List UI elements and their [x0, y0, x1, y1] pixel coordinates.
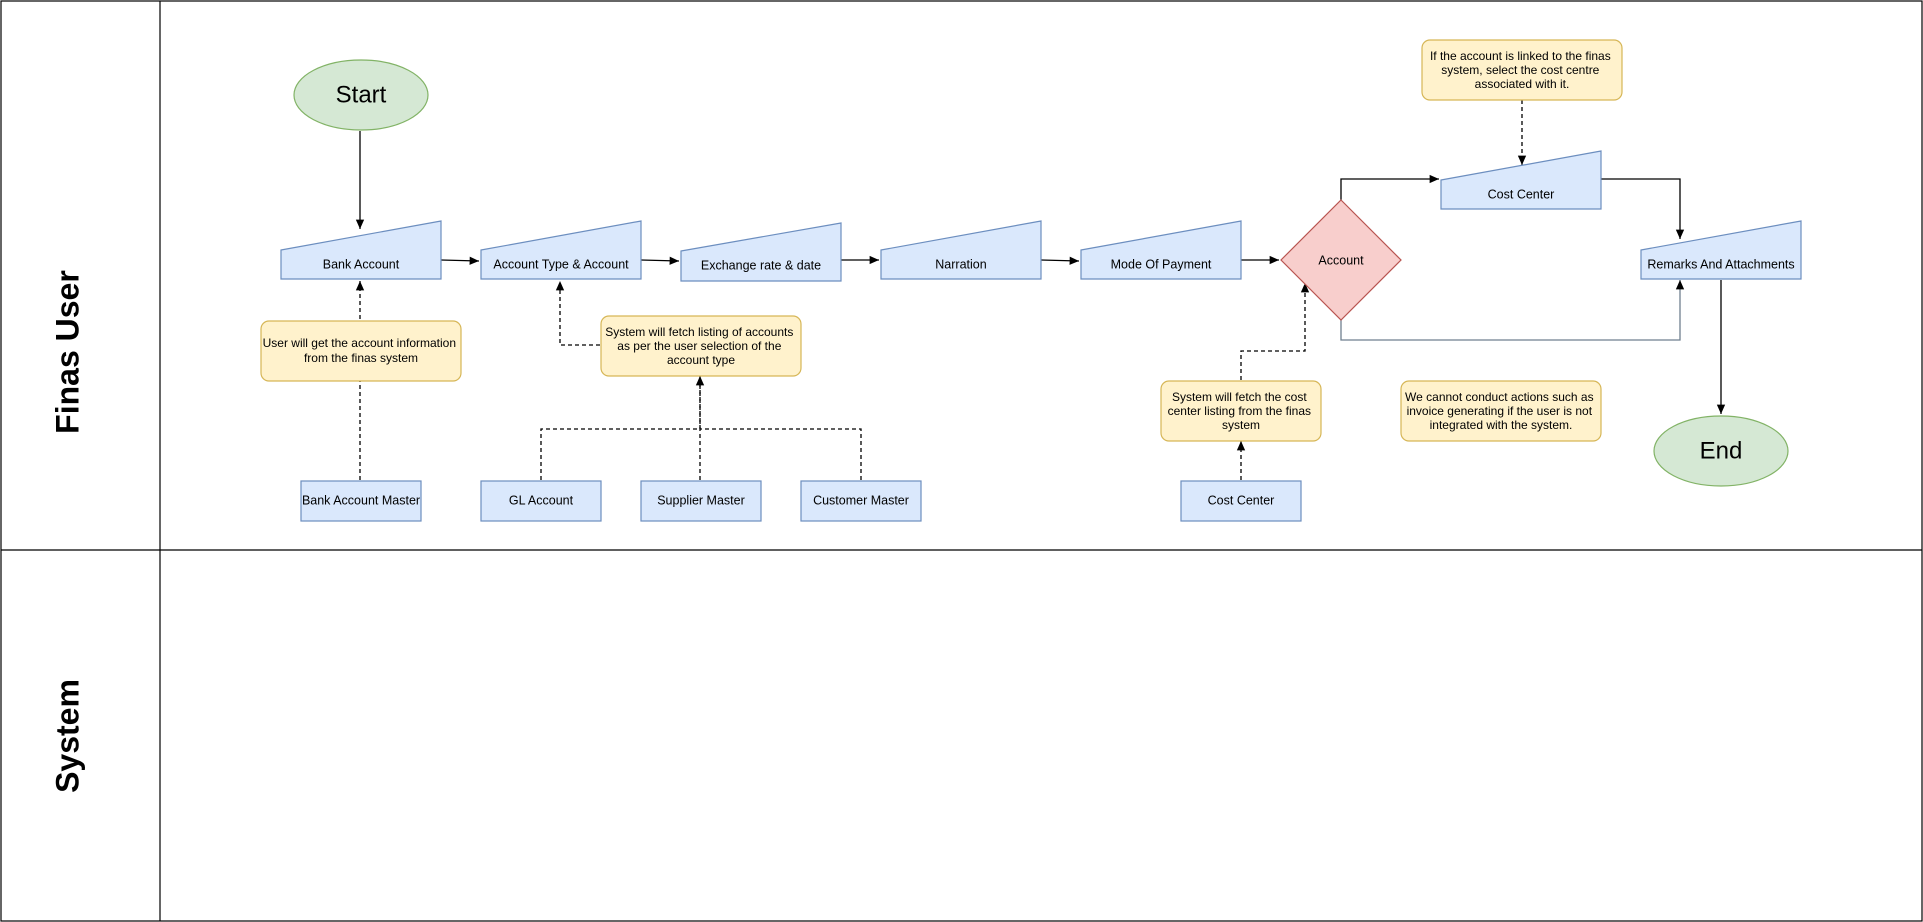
step-bank-account: Bank Account: [280, 220, 442, 280]
note-fetch-cost-center: System will fetch the cost center listin…: [1160, 380, 1322, 442]
svg-text:Cost Center: Cost Center: [1208, 493, 1275, 507]
step-cost-center: Cost Center: [1440, 150, 1602, 210]
svg-text:System will fetch listing of a: System will fetch listing of accounts as…: [605, 325, 796, 367]
edge-customer-to-fetch-note: [700, 428, 862, 480]
edge-cost-center-to-remarks: [1601, 178, 1685, 239]
svg-text:Narration: Narration: [935, 257, 986, 271]
end-terminal: End: [1653, 415, 1789, 487]
edge-gl-to-fetch-note: [540, 376, 705, 480]
source-supplier-master: Supplier Master: [640, 480, 762, 522]
edge-bank-to-account-type: [440, 256, 480, 265]
edge-fetch-accounts-to-account-type: [555, 281, 600, 346]
lane-label-finas-user: Finas User: [49, 270, 85, 434]
svg-text:If the account is linked to th: If the account is linked to the finas sy…: [1430, 49, 1614, 91]
step-mode-of-payment: Mode Of Payment: [1080, 220, 1242, 280]
start-label: Start: [336, 81, 387, 108]
svg-text:Mode Of Payment: Mode Of Payment: [1111, 257, 1212, 271]
source-gl-account: GL Account: [480, 480, 602, 522]
edge-narration-to-mode: [1040, 256, 1080, 265]
edge-cost-note-to-account: [1240, 283, 1310, 380]
svg-text:Exchange rate & date: Exchange rate & date: [701, 258, 821, 272]
note-linked-cost-centre: If the account is linked to the finas sy…: [1421, 39, 1623, 101]
svg-text:User will get the account info: User will get the account information fr…: [263, 336, 460, 365]
edge-account-to-remarks: [1340, 280, 1685, 341]
svg-text:Customer Master: Customer Master: [813, 493, 909, 507]
svg-text:System will fetch the cost: System will fetch the cost center listin…: [1168, 390, 1315, 432]
svg-text:Supplier Master: Supplier Master: [657, 493, 745, 507]
svg-text:Account Type & Account: Account Type & Account: [493, 257, 629, 271]
decision-account: Account: [1280, 199, 1402, 321]
step-remarks-and-attachments: Remarks And Attachments: [1640, 220, 1802, 280]
lane-label-system: System: [49, 679, 85, 793]
svg-text:Bank Account: Bank Account: [323, 257, 400, 271]
note-cannot-conduct-actions: We cannot conduct actions such as invoic…: [1400, 380, 1602, 442]
step-narration: Narration: [880, 220, 1042, 280]
step-account-type: Account Type & Account: [480, 220, 642, 280]
note-account-info: User will get the account information fr…: [260, 320, 462, 382]
source-customer-master: Customer Master: [800, 480, 922, 522]
source-cost-center: Cost Center: [1180, 480, 1302, 522]
svg-text:GL Account: GL Account: [509, 493, 574, 507]
start-terminal: Start: [293, 59, 429, 131]
source-bank-account-master: Bank Account Master: [300, 480, 422, 522]
edge-account-type-to-exchange: [640, 256, 680, 265]
svg-text:Cost Center: Cost Center: [1488, 187, 1555, 201]
note-fetch-accounts: System will fetch listing of accounts as…: [600, 315, 802, 377]
svg-text:Remarks And Attachments: Remarks And Attachments: [1647, 257, 1794, 271]
edge-account-to-cost-center: [1340, 174, 1439, 200]
svg-text:Bank Account Master: Bank Account Master: [302, 493, 420, 507]
svg-text:We cannot conduct actions such: We cannot conduct actions such as invoic…: [1405, 390, 1597, 432]
end-label: End: [1700, 437, 1743, 464]
svg-text:Account: Account: [1318, 253, 1364, 267]
step-exchange-rate: Exchange rate & date: [680, 222, 842, 282]
